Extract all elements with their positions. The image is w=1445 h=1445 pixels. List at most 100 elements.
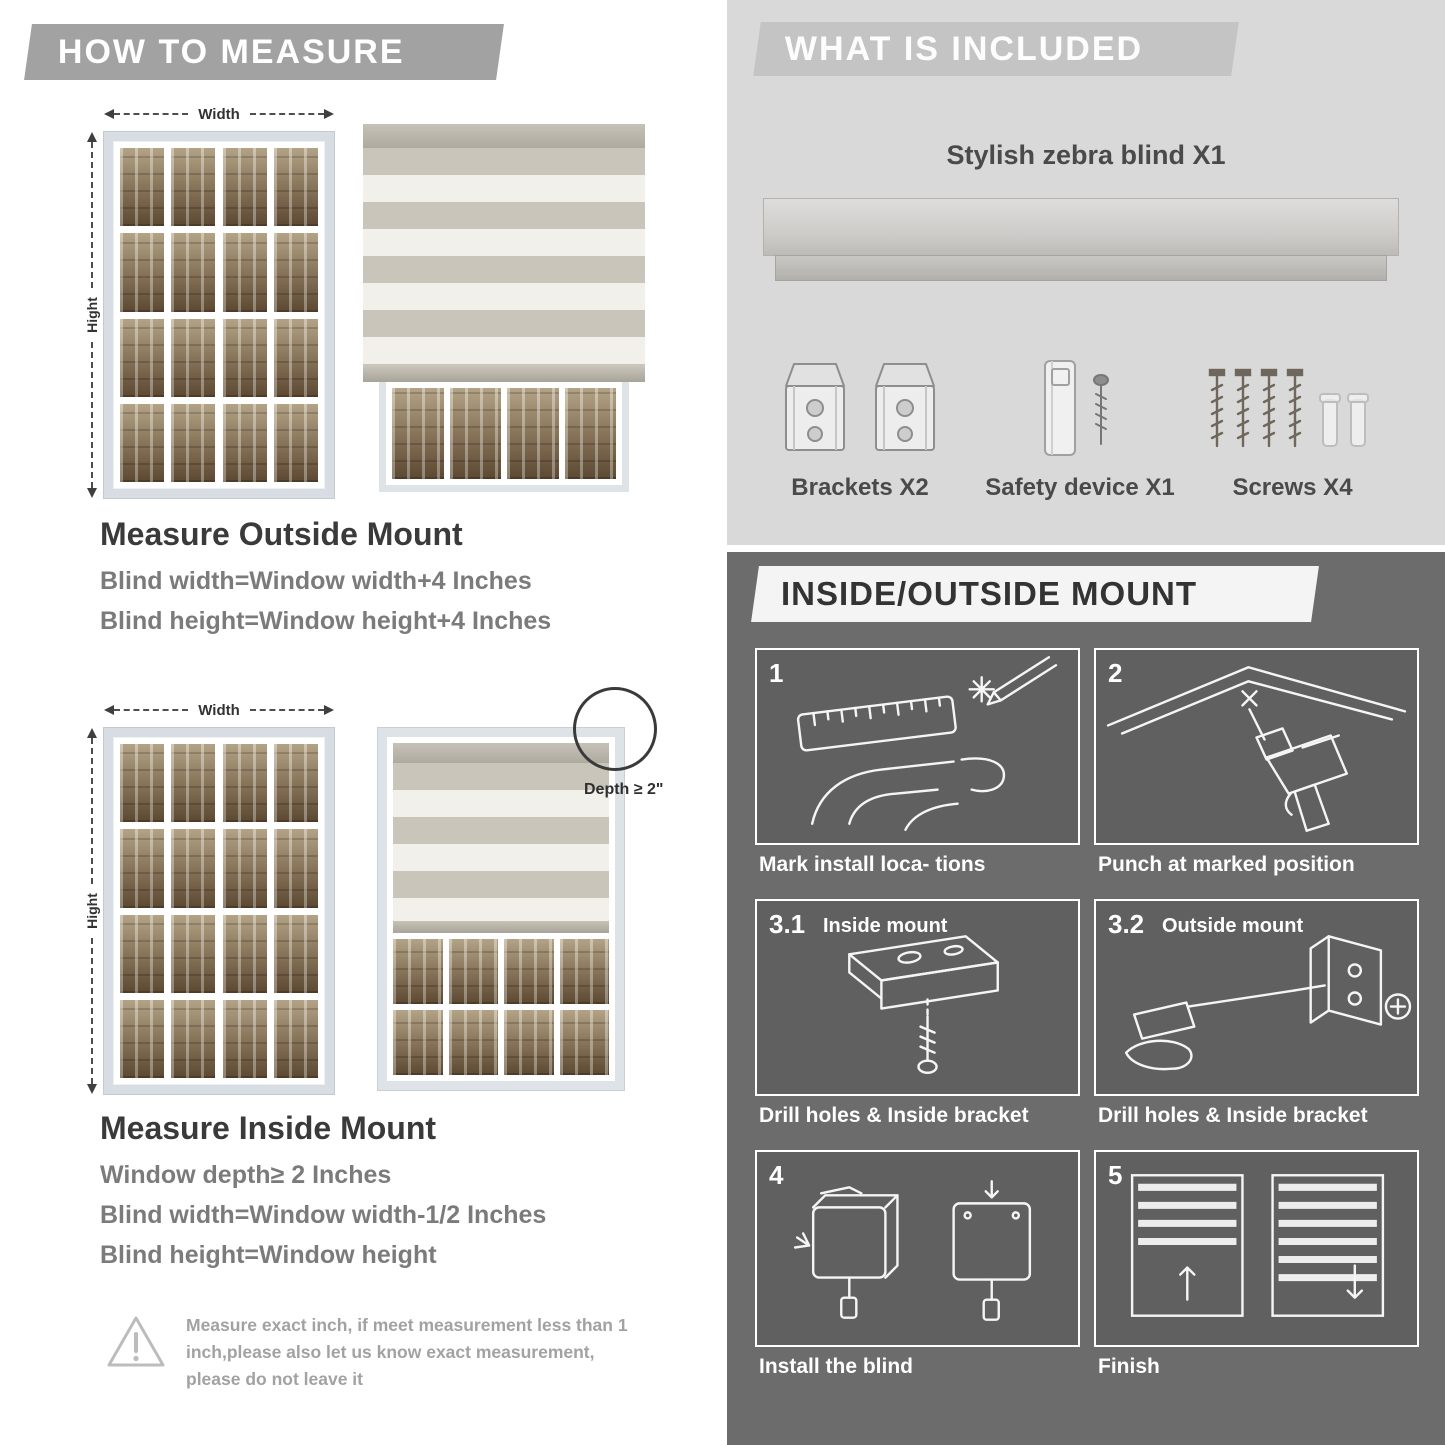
step-3-1-caption: Drill holes & Inside bracket xyxy=(759,1104,1029,1127)
arrow-right-icon xyxy=(324,705,335,715)
window-pane xyxy=(120,914,164,993)
finished-blinds-illustration xyxy=(1130,1174,1385,1317)
window-pane xyxy=(274,318,318,397)
window-pane xyxy=(274,233,318,312)
install-blind-illustration xyxy=(793,1180,1032,1321)
step-4-caption: Install the blind xyxy=(759,1355,914,1378)
window-pane xyxy=(120,233,164,312)
window-pane xyxy=(559,939,609,1004)
measure-warning: Measure exact inch, if meet measurement … xyxy=(104,1312,638,1393)
blind-item-label: Stylish zebra blind X1 xyxy=(946,140,1226,170)
arrow-down-icon xyxy=(87,1084,97,1094)
inside-width-formula: Blind width=Window width-1/2 Inches xyxy=(100,1201,547,1229)
arrow-left-icon xyxy=(104,109,114,119)
drill-illustration xyxy=(1106,666,1407,832)
step-3-1-panel: 3.1 Inside mount xyxy=(755,899,1080,1096)
window-pane xyxy=(223,829,267,908)
width-label: Width xyxy=(198,701,240,719)
window-pane xyxy=(120,403,164,482)
brackets-label: Brackets X2 xyxy=(791,474,929,501)
outside-mount-window-figure: Width Hight xyxy=(82,106,335,498)
window-pane xyxy=(564,388,616,479)
step-3-2-panel: 3.2 Outside mount xyxy=(1094,899,1419,1096)
what-is-included-header: WHAT IS INCLUDED xyxy=(753,22,1239,76)
screws-icon xyxy=(1205,330,1381,462)
step-number: 3.2 xyxy=(1108,909,1145,939)
step-3-2-caption: Drill holes & Inside bracket xyxy=(1098,1104,1368,1127)
screw-icon xyxy=(1093,374,1109,445)
included-item-safety-device: Safety device X1 xyxy=(975,330,1185,502)
window-pane xyxy=(504,1010,554,1075)
window-panes xyxy=(223,148,318,482)
window-pane xyxy=(392,388,444,479)
step-5: 5 xyxy=(1094,1150,1419,1379)
window-panes xyxy=(120,744,215,1078)
step-title: Outside mount xyxy=(1162,915,1304,937)
step-1-caption: Mark install loca- tions xyxy=(759,853,986,876)
arrow-down-icon xyxy=(87,488,97,498)
window-pane xyxy=(274,999,318,1078)
step-2-panel: 2 xyxy=(1094,648,1419,845)
blind-bottom-rail xyxy=(363,367,645,382)
window-pane xyxy=(120,999,164,1078)
window-panes xyxy=(223,744,318,1078)
step-2: 2 Punch at marked position xyxy=(1094,648,1419,877)
window-pane xyxy=(274,744,318,823)
window-pane xyxy=(449,388,501,479)
depth-callout-circle xyxy=(573,687,657,771)
zebra-stripes xyxy=(393,763,609,921)
outside-width-formula: Blind width=Window width+4 Inches xyxy=(100,567,532,595)
window-pane xyxy=(448,939,498,1004)
width-arrow: Width xyxy=(104,701,335,719)
window-pane xyxy=(507,388,559,479)
window-pane xyxy=(120,148,164,227)
window-pane xyxy=(171,148,215,227)
height-arrow: Hight xyxy=(82,132,102,498)
outside-bracket-illustration xyxy=(1124,935,1412,1071)
how-to-measure-header: HOW TO MEASURE xyxy=(24,24,504,80)
window-pane xyxy=(171,829,215,908)
window-pane xyxy=(171,318,215,397)
window-panes xyxy=(393,939,609,1075)
window-pane xyxy=(171,403,215,482)
arrow-up-icon xyxy=(87,728,97,738)
what-is-included-title: WHAT IS INCLUDED xyxy=(785,29,1144,68)
step-title: Inside mount xyxy=(823,915,948,937)
window-pane xyxy=(171,744,215,823)
window-pane xyxy=(120,744,164,823)
inside-bracket-illustration xyxy=(848,935,999,1074)
headrail-valance xyxy=(774,255,1388,281)
window-pane xyxy=(223,318,267,397)
mount-header-title: INSIDE/OUTSIDE MOUNT xyxy=(781,575,1198,612)
outside-mount-blind-figure xyxy=(363,124,645,492)
outside-height-formula: Blind height=Window height+4 Inches xyxy=(100,607,552,635)
step-number: 2 xyxy=(1108,658,1123,688)
window-panes xyxy=(120,148,215,482)
arrow-right-icon xyxy=(324,109,335,119)
mount-header: INSIDE/OUTSIDE MOUNT xyxy=(751,566,1319,622)
window-pane xyxy=(274,403,318,482)
step-1-panel: 1 xyxy=(755,648,1080,845)
window-pane xyxy=(223,233,267,312)
step-2-caption: Punch at marked position xyxy=(1098,853,1355,876)
window-pane xyxy=(393,939,443,1004)
blind-headrail-illustration xyxy=(763,198,1399,281)
window-pane xyxy=(274,914,318,993)
included-item-brackets: Brackets X2 xyxy=(765,330,955,502)
outside-mount-title: Measure Outside Mount xyxy=(100,516,463,552)
window-pane xyxy=(223,914,267,993)
step-number: 5 xyxy=(1108,1160,1123,1190)
depth-callout-label: Depth ≥ 2" xyxy=(584,781,664,798)
warning-note-text: Measure exact inch, if meet measurement … xyxy=(186,1315,628,1390)
window-pane xyxy=(223,744,267,823)
window-pane xyxy=(559,1010,609,1075)
height-label: Hight xyxy=(82,887,102,935)
window-pane xyxy=(120,318,164,397)
blind-cassette xyxy=(393,743,609,763)
mount-steps-grid: 1 xyxy=(755,648,1419,1379)
window-pane xyxy=(223,999,267,1078)
step-4-panel: 4 xyxy=(755,1150,1080,1347)
window-pane xyxy=(274,148,318,227)
window-pane xyxy=(274,829,318,908)
